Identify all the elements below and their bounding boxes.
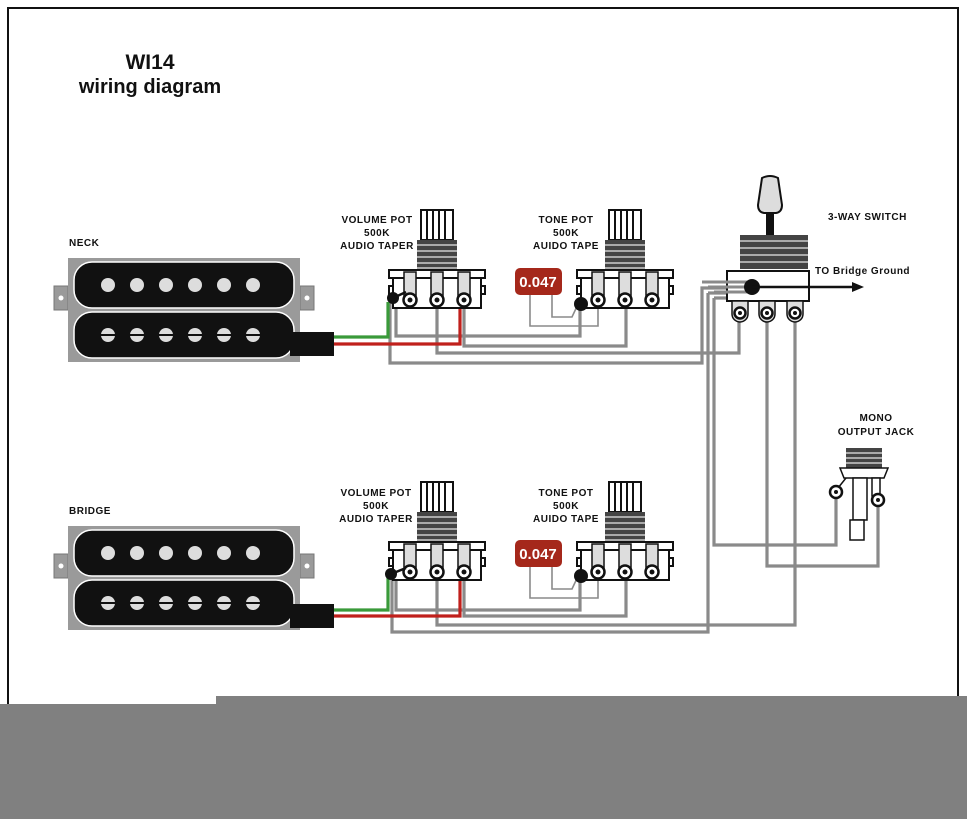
neck-capacitor: 0.047 bbox=[515, 268, 562, 295]
svg-text:AUDIO TAPER: AUDIO TAPER bbox=[339, 514, 413, 525]
svg-text:500K: 500K bbox=[364, 228, 390, 239]
wire bbox=[435, 310, 797, 627]
wire-red-bridge bbox=[334, 574, 462, 618]
bridge-capacitor: 0.047 bbox=[515, 540, 562, 567]
cap-lead bbox=[529, 294, 599, 327]
jack-label-line2: OUTPUT JACK bbox=[838, 427, 915, 438]
neck-label: NECK bbox=[69, 238, 100, 249]
neck-volume-pot bbox=[387, 208, 487, 310]
capacitor-value: 0.047 bbox=[519, 546, 557, 563]
svg-text:VOLUME POT: VOLUME POT bbox=[341, 215, 412, 226]
wire-green-bridge bbox=[334, 574, 390, 612]
wire bbox=[435, 302, 741, 355]
arrow-icon bbox=[852, 282, 864, 292]
bridge-pickup bbox=[53, 525, 334, 631]
wire bbox=[765, 310, 880, 568]
neck-tone-label: TONE POT 500K AUIDO TAPE bbox=[533, 215, 599, 252]
svg-text:500K: 500K bbox=[553, 228, 579, 239]
neck-pickup bbox=[53, 257, 334, 363]
title-model: WI14 bbox=[125, 51, 175, 74]
svg-text:VOLUME POT: VOLUME POT bbox=[340, 488, 411, 499]
wire-green-neck bbox=[334, 302, 390, 339]
solder-joint bbox=[574, 569, 588, 583]
switch-tip bbox=[756, 175, 784, 214]
capacitor-value: 0.047 bbox=[519, 274, 557, 291]
wire bbox=[712, 298, 838, 547]
svg-text:TONE POT: TONE POT bbox=[539, 488, 594, 499]
bridge-label: BRIDGE bbox=[69, 506, 111, 517]
pickup-cable bbox=[290, 332, 334, 356]
svg-text:AUIDO TAPE: AUIDO TAPE bbox=[533, 514, 599, 525]
bridge-tone-pot bbox=[574, 480, 675, 583]
switch-label: 3-WAY SWITCH bbox=[828, 212, 907, 223]
svg-text:AUDIO TAPER: AUDIO TAPER bbox=[340, 241, 414, 252]
switch-bushing bbox=[740, 235, 808, 269]
gray-overlay-left bbox=[0, 704, 216, 819]
title-subtitle: wiring diagram bbox=[78, 76, 222, 98]
neck-volume-label: VOLUME POT 500K AUDIO TAPER bbox=[340, 215, 414, 252]
switch-lugs bbox=[731, 300, 804, 323]
svg-text:AUIDO TAPE: AUIDO TAPE bbox=[533, 241, 599, 252]
ground-label: TO Bridge Ground bbox=[815, 266, 910, 277]
three-way-switch bbox=[702, 175, 864, 323]
wire bbox=[394, 300, 582, 338]
wire bbox=[390, 293, 710, 634]
output-jack bbox=[828, 448, 890, 541]
bridge-volume-pot bbox=[385, 480, 487, 582]
solder-joint bbox=[574, 297, 588, 311]
bridge-tone-label: TONE POT 500K AUIDO TAPE bbox=[533, 488, 599, 525]
diagram-title: WI14 wiring diagram bbox=[0, 50, 300, 100]
wire bbox=[462, 300, 628, 348]
jack-label-line1: MONO bbox=[859, 413, 892, 424]
bridge-volume-label: VOLUME POT 500K AUDIO TAPER bbox=[339, 488, 413, 525]
cap-lead bbox=[529, 566, 599, 599]
wire bbox=[394, 572, 582, 612]
svg-text:TONE POT: TONE POT bbox=[539, 215, 594, 226]
pickup-cable bbox=[290, 604, 334, 628]
svg-text:500K: 500K bbox=[363, 501, 389, 512]
wire-red-neck bbox=[334, 302, 462, 346]
wire bbox=[462, 572, 628, 618]
svg-text:500K: 500K bbox=[553, 501, 579, 512]
neck-tone-pot bbox=[574, 208, 675, 311]
gray-overlay-right bbox=[216, 696, 967, 819]
